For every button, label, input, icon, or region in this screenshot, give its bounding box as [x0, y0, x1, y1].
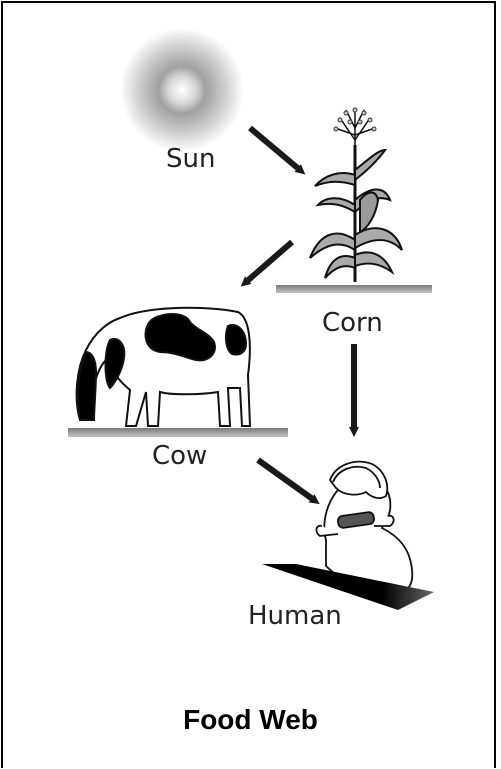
cow-label: Cow [152, 443, 207, 469]
sun-icon [120, 28, 244, 152]
cow-icon [77, 308, 250, 426]
cow-ground [68, 428, 288, 437]
diagram-title: Food Web [0, 704, 501, 736]
corn-icon [310, 108, 402, 282]
corn-ground [276, 285, 432, 293]
human-label: Human [248, 603, 342, 629]
arrow-sun-to-corn [250, 128, 300, 170]
arrow-cow-to-human [258, 460, 314, 500]
corn-label: Corn [322, 310, 383, 336]
arrow-corn-to-cow [246, 242, 292, 282]
sun-label: Sun [166, 146, 215, 172]
